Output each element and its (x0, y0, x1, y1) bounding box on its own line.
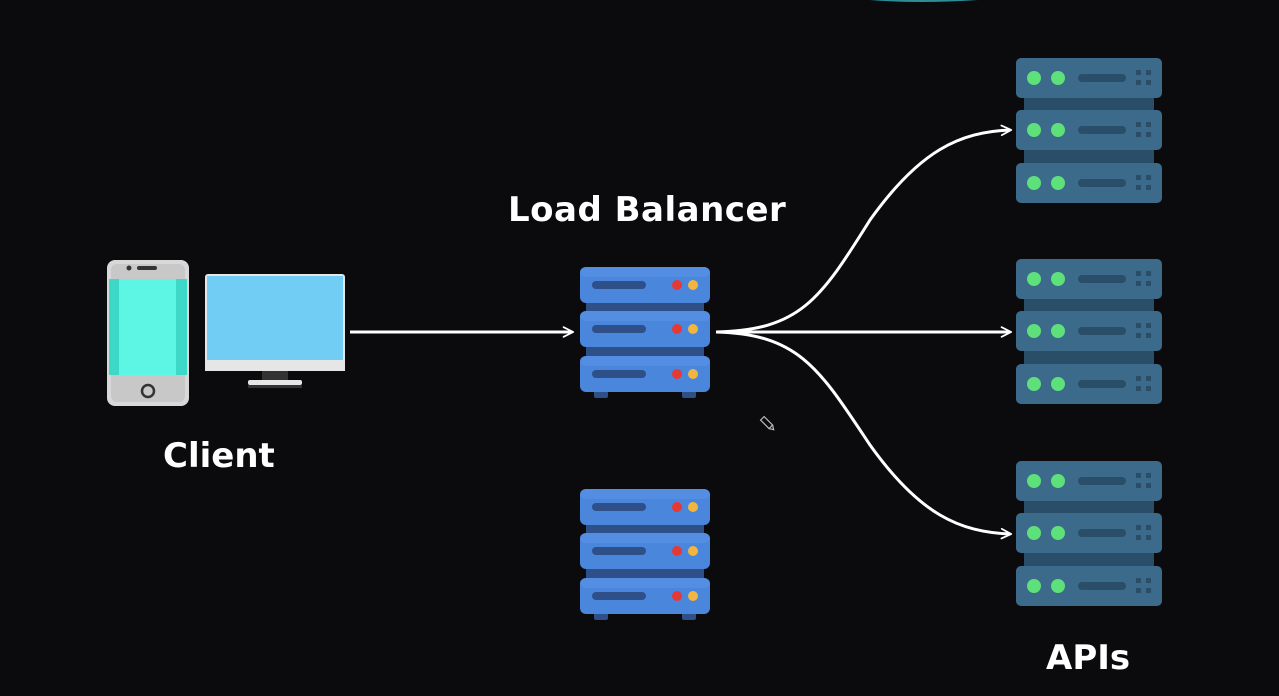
pencil-cursor-icon (759, 415, 775, 431)
standby-server-rack-icon (580, 489, 710, 620)
api-server-3-icon (1016, 461, 1162, 606)
apis-label: APIs (1046, 638, 1131, 678)
load-balancer-label: Load Balancer (508, 190, 787, 230)
api-server-2-icon (1016, 259, 1162, 404)
client-label: Client (163, 436, 275, 476)
top-edge-shape (870, 0, 978, 2)
lb-to-api-3-arrow (715, 330, 1013, 540)
smartphone-icon (107, 260, 189, 406)
server-rack-icon (580, 267, 710, 398)
lb-to-api-1-arrow (715, 124, 1013, 334)
api-server-1-icon (1016, 58, 1162, 203)
desktop-monitor-icon (205, 274, 345, 388)
